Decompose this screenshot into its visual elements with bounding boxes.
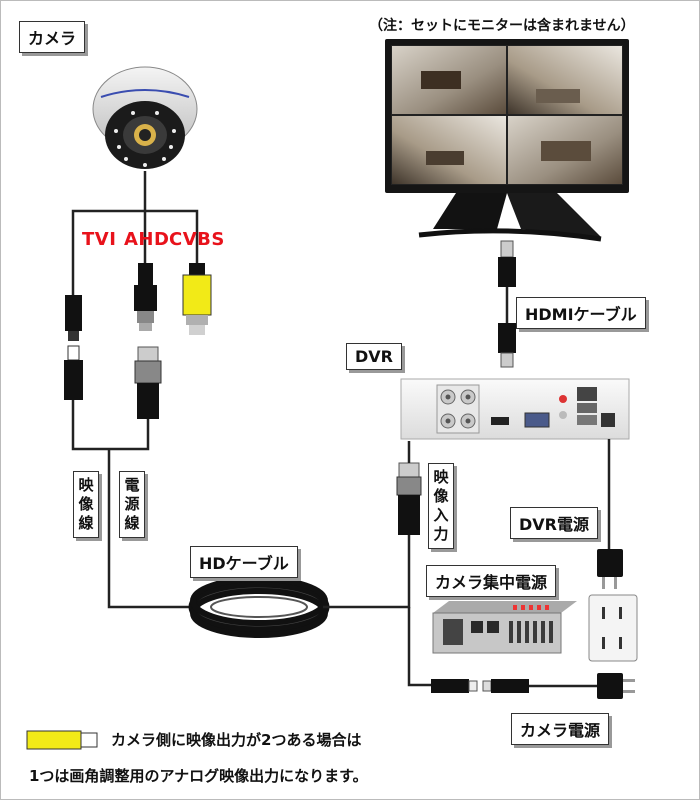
camera-central-power-label: カメラ集中電源 <box>426 565 556 597</box>
tvi-power-connector <box>65 295 82 341</box>
dvr-label: DVR <box>346 343 402 370</box>
legend-yellow-cable-icon <box>27 731 97 749</box>
camera-label: カメラ <box>19 21 85 53</box>
power-mating-connector <box>64 346 83 400</box>
hdmi-cable <box>498 241 516 367</box>
camera-power-label: カメラ電源 <box>511 713 609 745</box>
video-input-label: 映像入力 <box>428 463 454 549</box>
camera-power-cable <box>431 673 635 699</box>
tvi-label: TVI <box>82 229 116 250</box>
hd-cable-to-dvr <box>323 477 409 607</box>
hdmi-cable-label: HDMIケーブル <box>516 297 646 329</box>
power-branch-wire <box>409 607 431 685</box>
dvr-unit <box>401 379 629 439</box>
video-bnc-mating-connector <box>135 347 161 419</box>
dome-camera <box>93 67 197 169</box>
monitor <box>385 39 629 239</box>
power-line-label: 電源線 <box>119 471 145 538</box>
wall-outlet <box>589 595 637 661</box>
hd-cable-label: HDケーブル <box>190 546 298 578</box>
ahd-label: AHD <box>124 229 169 250</box>
footnote-line-1: カメラ側に映像出力が2つある場合は <box>111 729 361 750</box>
cvbs-yellow-connector <box>183 263 211 335</box>
dvr-power-plug <box>597 549 623 589</box>
cvbs-label: CVBS <box>169 229 225 250</box>
dvr-bnc-connector <box>397 441 421 535</box>
monitor-note: （注：セットにモニターは含まれません） <box>369 15 635 35</box>
footnote-line-2: 1つは画角調整用のアナログ映像出力になります。 <box>29 765 368 786</box>
video-line-label: 映像線 <box>73 471 99 538</box>
camera-central-power-unit <box>433 601 577 653</box>
dvr-power-label: DVR電源 <box>510 507 598 539</box>
ahd-bnc-connector <box>134 263 157 331</box>
hd-cable-coil <box>193 579 325 635</box>
